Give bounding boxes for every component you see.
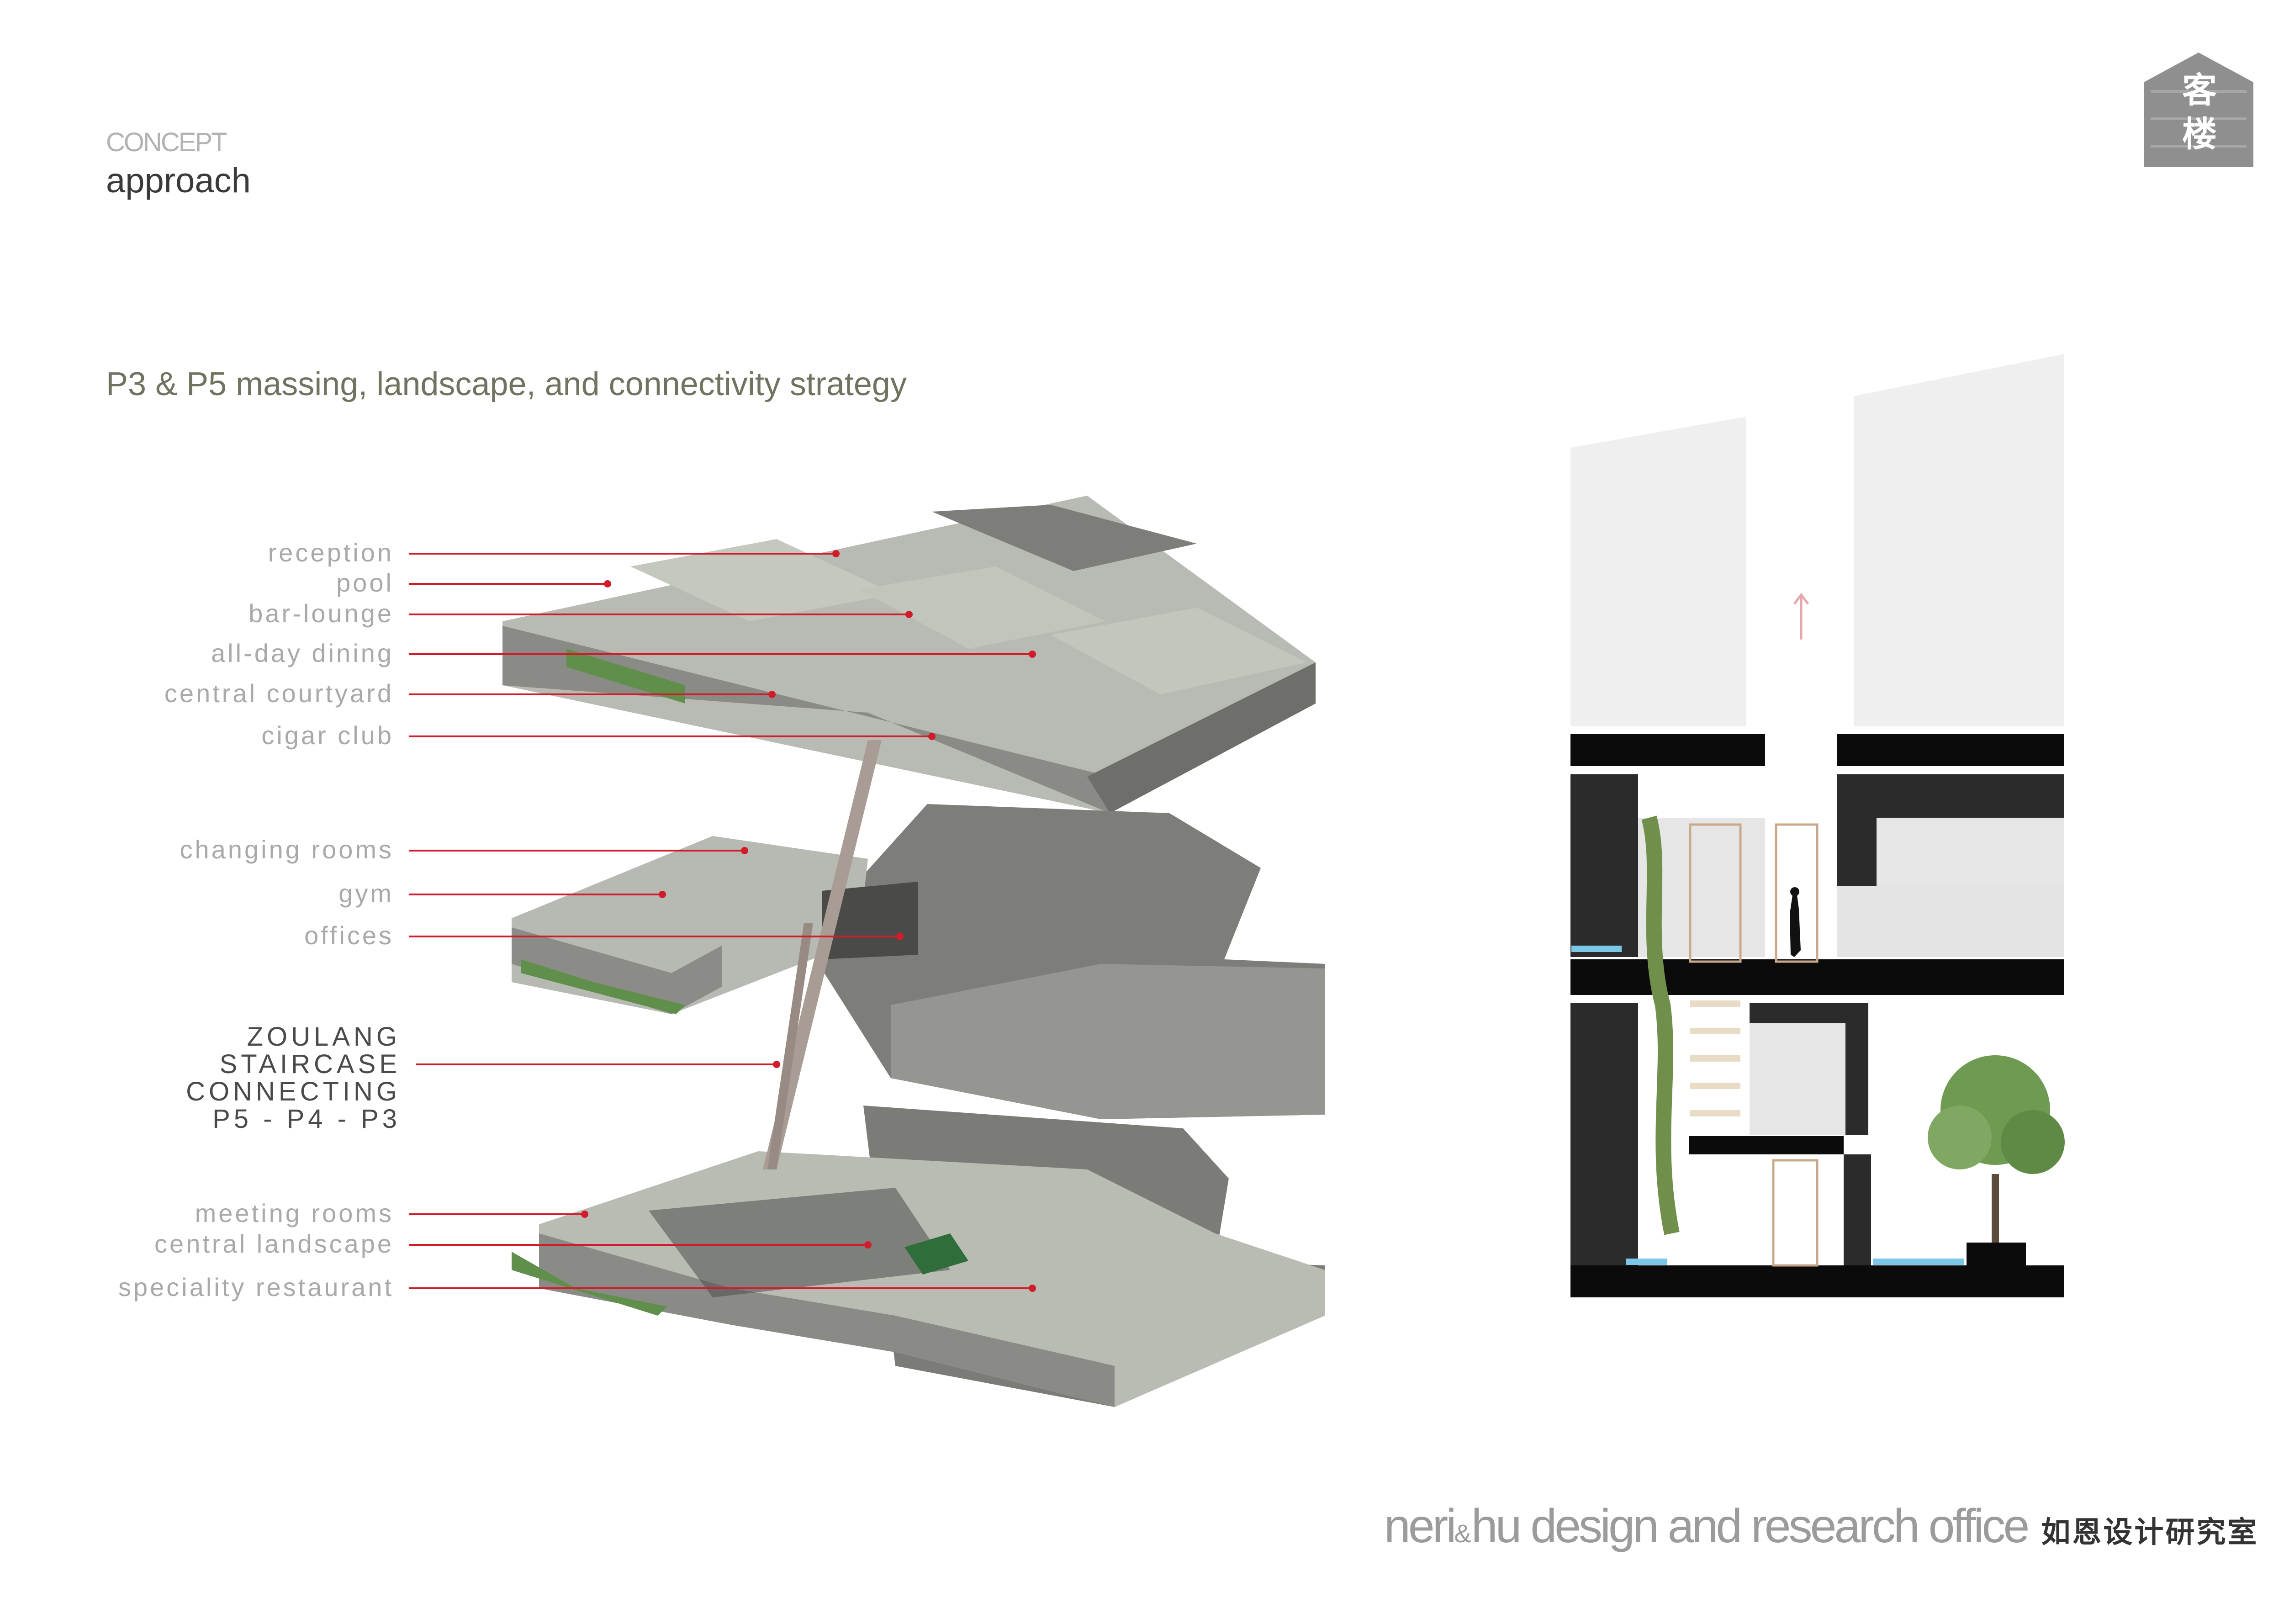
label-pool: pool [336,568,394,597]
person-silhouette [1790,895,1801,957]
slab-mezzanine [1689,1136,1844,1154]
label-all-day-dining: all-day dining [211,639,394,667]
staircase-lower-flight [767,923,813,1169]
white-brick-mid-lower [1750,1023,1845,1135]
up-arrow-icon [1793,592,1809,640]
brand-rest: design and research office [1519,1500,2030,1553]
p4-side-face [512,927,722,1014]
label-offices: offices [304,921,394,950]
water-strip-lower-left [1626,1259,1667,1265]
logo-text: 客 楼 [2168,69,2231,156]
tree-trunk [1992,1174,1999,1243]
p5-side-shadow [1087,662,1316,813]
logo-char-bottom: 楼 [2182,114,2217,154]
zoulang-line-3: CONNECTING [186,1077,401,1106]
p3-planting [512,1252,667,1316]
water-strip-lower-right [1873,1259,1964,1265]
p5-roof-block-a [630,539,895,621]
brand-neri: neri [1384,1500,1456,1553]
header-approach: approach [106,161,251,200]
kezhan-logo-icon [2144,53,2253,167]
p3-side-face [539,1233,1115,1407]
zoulang-line-4: P5 - P4 - P3 [212,1104,401,1134]
p3-pool-green [904,1233,968,1275]
p5-roof-block-c [1051,608,1306,694]
p5-side-face [502,626,1110,813]
slab-roof-right [1837,734,2064,766]
level-p4 [512,804,1325,1119]
brand-hu: hu [1471,1500,1522,1553]
tree-canopy-right [2001,1110,2065,1174]
p5-roof-block-b [859,566,1105,649]
section-sky-right-tower [1854,354,2064,726]
p4-planting [521,959,685,1014]
brand-amp: & [1454,1519,1471,1548]
p4-glazing [822,882,918,959]
door-upper-left [1689,823,1742,963]
white-brick-right-band [1837,886,2064,957]
section-title: P3 & P5 massing, landscape, and connecti… [106,366,907,402]
leader-lines [409,553,1032,1289]
door-lower [1772,1159,1819,1267]
zoulang-line-2: STAIRCASE [219,1049,401,1079]
p3-courtyard-screen [649,1188,950,1297]
slab-upper-left [1570,959,1690,995]
logo-char-top: 客 [2182,70,2217,111]
zoulang-staircase [763,740,882,1169]
p5-dark-volume [932,505,1197,571]
brick-wall-left-upper [1570,774,1638,957]
label-meeting-rooms: meeting rooms [195,1199,394,1227]
brick-wall-right-lower [1844,1154,1871,1265]
label-cigar-club: cigar club [261,721,394,750]
brick-wall-left-lower [1570,1003,1638,1265]
planter-block [1967,1243,2026,1268]
water-strip-upper [1571,946,1622,952]
slab-ground [1570,1265,2064,1297]
stair-treads [1690,1000,1740,1116]
p4-platform [891,964,1325,1119]
vertical-planting [1641,815,1680,1235]
label-speciality-restaurant: speciality restaurant [118,1273,394,1301]
staircase-upper-flight [763,740,882,1169]
label-bar-lounge: bar-lounge [248,599,394,628]
level-p3 [512,1106,1325,1407]
label-changing-rooms: changing rooms [180,835,394,864]
leader-dots [581,550,1036,1292]
label-reception: reception [268,538,394,567]
footer-brand: neri&hu design and research office 如恩设计研究… [1384,1499,2258,1554]
label-central-courtyard: central courtyard [164,679,394,708]
slab-upper-right [1689,959,2064,995]
person-head [1790,887,1799,896]
door-upper-mid [1775,823,1819,963]
label-zoulang-staircase: ZOULANG STAIRCASE CONNECTING P5 - P4 - P… [0,1023,401,1133]
zoulang-line-1: ZOULANG [247,1022,401,1052]
slab-roof-left [1570,734,1765,766]
label-central-landscape: central landscape [154,1229,394,1258]
brand-chinese: 如恩设计研究室 [2041,1516,2259,1549]
header-concept: CONCEPT [106,127,227,157]
section-sky-left-tower [1570,417,1746,726]
white-brick-upper-right [1877,818,2064,886]
label-gym: gym [338,879,394,908]
p5-planting [566,649,685,704]
tree-canopy-left [1928,1106,1992,1169]
